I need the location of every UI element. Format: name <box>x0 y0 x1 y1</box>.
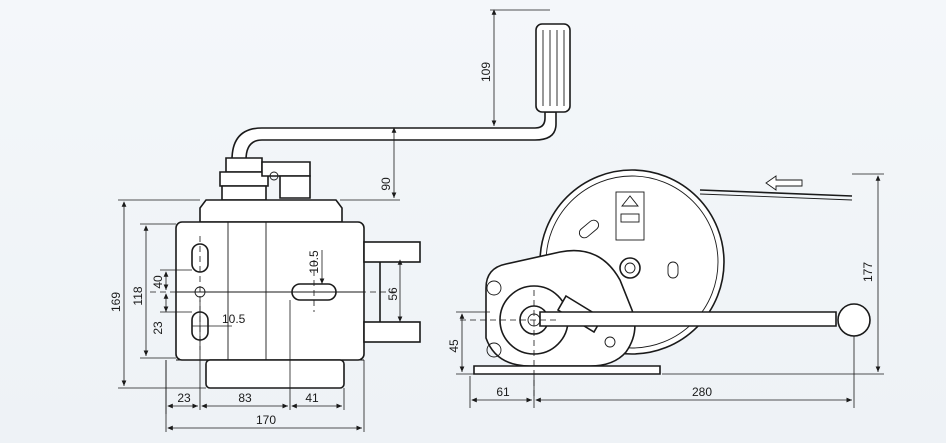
axle-boss <box>619 257 641 279</box>
dim-56-label: 56 <box>386 287 400 301</box>
dim-170-label: 170 <box>256 413 276 427</box>
top-plate <box>199 199 343 223</box>
dim-40-label: 40 <box>151 275 165 289</box>
dim-280-label: 280 <box>692 385 712 399</box>
dim-90-label: 90 <box>379 177 393 191</box>
dim-118-label: 118 <box>131 286 145 305</box>
rope-outlet-bottom <box>363 321 421 343</box>
dim-109-label: 109 <box>479 62 493 82</box>
side-handle-arm <box>539 311 837 327</box>
dim-169-label: 169 <box>109 292 123 312</box>
dim-83-label: 83 <box>238 391 252 405</box>
rope-outlet-top <box>363 241 421 263</box>
side-view: 177 45 61 280 <box>447 169 884 408</box>
hub-stack <box>219 157 311 201</box>
handle-grip <box>535 23 571 113</box>
crank-handle <box>231 23 571 161</box>
brake-lever <box>261 161 311 177</box>
warning-label-plate <box>615 191 645 241</box>
side-handle-knob <box>837 303 871 337</box>
dim-61-label: 61 <box>496 385 510 399</box>
dim-10-5-lower-label: 10.5 <box>222 312 246 326</box>
front-view: 169 118 40 23 10.5 10.5 56 90 109 23 83 … <box>109 9 571 432</box>
base-block <box>205 359 345 389</box>
dim-23-horizontal-label: 23 <box>177 391 191 405</box>
dim-10-5-upper-label: 10.5 <box>307 250 321 274</box>
dim-45-label: 45 <box>447 339 461 353</box>
rope <box>699 189 853 197</box>
dim-23-vertical-label: 23 <box>151 321 165 335</box>
dim-41-label: 41 <box>305 391 319 405</box>
rope-direction-arrow <box>765 175 803 191</box>
base-foot <box>473 365 661 375</box>
dim-177-label: 177 <box>861 262 875 282</box>
